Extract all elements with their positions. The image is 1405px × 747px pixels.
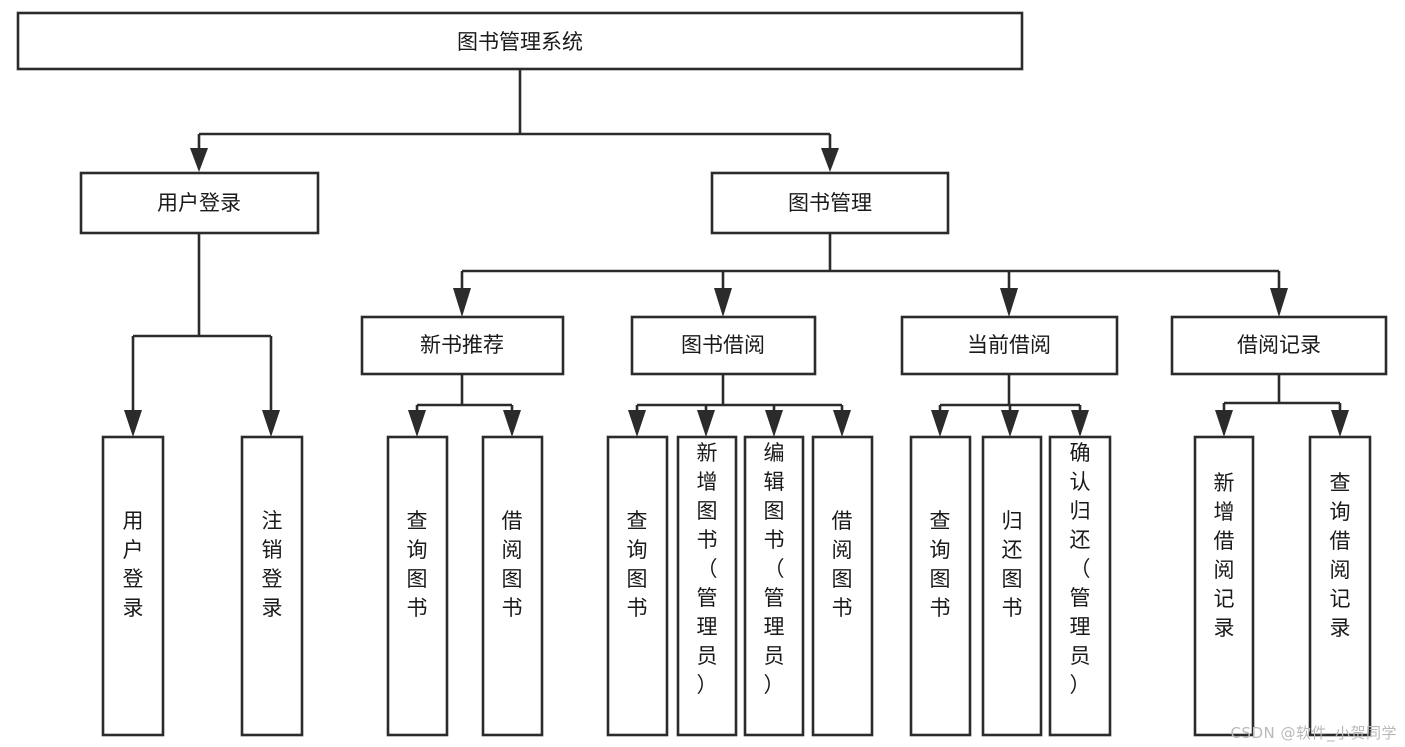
leaf-node-user-login[interactable]: 用户登录 (101, 435, 165, 737)
arrow-head-leaf-logout (262, 410, 280, 437)
arrow-head-leaf-query-book-3 (931, 410, 949, 437)
leaf-node-borrow-book-1[interactable]: 借阅图书 (481, 435, 544, 737)
leaf-label-query-book-1: 查询图书 (407, 509, 428, 620)
leaf-box-query-record[interactable] (1308, 435, 1372, 737)
arrow-head-to-borrow-record (1270, 288, 1288, 317)
connector-group-borrow-record (1215, 374, 1349, 437)
node-box-user-login[interactable] (79, 171, 320, 235)
leaf-node-query-book-1[interactable]: 查询图书 (386, 435, 449, 737)
node-book-management[interactable]: 图书管理 (710, 171, 950, 235)
leaf-node-logout[interactable]: 注销登录 (240, 435, 304, 737)
leaf-node-query-book-2[interactable]: 查询图书 (606, 435, 669, 737)
arrow-head-leaf-return-book (1001, 410, 1019, 437)
arrow-head-leaf-add-record (1215, 410, 1233, 437)
leaf-label-user-login: 用户登录 (123, 509, 144, 620)
connector-group-new-book-recommend (408, 374, 521, 437)
leaf-node-query-record[interactable]: 查询借阅记录 (1308, 435, 1372, 737)
leaf-box-confirm-return[interactable] (1048, 435, 1112, 737)
node-root-system[interactable]: 图书管理系统 (16, 11, 1024, 71)
node-new-book-recommend[interactable]: 新书推荐 (360, 315, 565, 376)
connector-group-book-management (453, 233, 1288, 317)
leaf-label-query-book-3: 查询图书 (930, 509, 951, 620)
leaf-label-query-record: 查询借阅记录 (1330, 471, 1351, 640)
leaf-node-confirm-return[interactable]: 确认归还（管理员） (1048, 435, 1112, 737)
leaf-box-user-login[interactable] (101, 435, 165, 737)
arrow-head-to-new-book-recommend (453, 288, 471, 317)
node-user-login[interactable]: 用户登录 (79, 171, 320, 235)
connector-group-root (190, 69, 839, 172)
leaf-box-borrow-book-1[interactable] (481, 435, 544, 737)
node-box-book-borrow[interactable] (630, 315, 817, 376)
node-label-new-book-recommend: 新书推荐 (420, 333, 504, 357)
leaf-node-borrow-book-2[interactable]: 借阅图书 (811, 435, 874, 737)
leaf-label-return-book: 归还图书 (1002, 509, 1023, 620)
node-box-borrow-record[interactable] (1170, 315, 1388, 376)
leaf-node-add-book[interactable]: 新增图书（管理员） (676, 435, 738, 737)
leaf-label-query-book-2: 查询图书 (627, 509, 648, 620)
connector-group-user-login (124, 233, 280, 437)
node-box-current-borrow[interactable] (900, 315, 1119, 376)
leaf-box-add-record[interactable] (1193, 435, 1255, 737)
leaf-node-query-book-3[interactable]: 查询图书 (909, 435, 972, 737)
leaf-box-return-book[interactable] (981, 435, 1043, 737)
node-label-book-borrow: 图书借阅 (681, 333, 765, 357)
arrow-head-to-current-borrow (1000, 288, 1018, 317)
leaf-box-edit-book[interactable] (743, 435, 805, 737)
node-label-root: 图书管理系统 (457, 30, 583, 54)
arrow-head-leaf-edit-book (765, 410, 783, 437)
arrow-head-leaf-borrow-book-1 (503, 410, 521, 437)
connector-group-book-borrow (628, 374, 851, 437)
leaf-label-confirm-return: 确认归还（管理员） (1070, 441, 1091, 697)
leaf-label-logout: 注销登录 (262, 509, 283, 620)
leaf-node-add-record[interactable]: 新增借阅记录 (1193, 435, 1255, 737)
node-label-user-login: 用户登录 (157, 191, 241, 215)
node-box-root[interactable] (16, 11, 1024, 71)
arrow-head-leaf-confirm-return (1071, 410, 1089, 437)
node-current-borrow[interactable]: 当前借阅 (900, 315, 1119, 376)
arrow-head-leaf-user-login (124, 410, 142, 437)
leaf-node-edit-book[interactable]: 编辑图书（管理员） (743, 435, 805, 737)
leaf-node-return-book[interactable]: 归还图书 (981, 435, 1043, 737)
arrow-head-leaf-query-book-1 (408, 410, 426, 437)
node-book-borrow[interactable]: 图书借阅 (630, 315, 817, 376)
arrow-head-leaf-borrow-book-2 (833, 410, 851, 437)
node-label-current-borrow: 当前借阅 (967, 333, 1051, 357)
leaf-box-borrow-book-2[interactable] (811, 435, 874, 737)
arrow-head-leaf-add-book (697, 410, 715, 437)
arrow-head-leaf-query-book-2 (628, 410, 646, 437)
leaf-box-query-book-2[interactable] (606, 435, 669, 737)
leaf-box-query-book-1[interactable] (386, 435, 449, 737)
leaf-label-borrow-book-2: 借阅图书 (832, 509, 853, 620)
leaf-box-query-book-3[interactable] (909, 435, 972, 737)
leaf-box-logout[interactable] (240, 435, 304, 737)
leaf-label-add-record: 新增借阅记录 (1214, 471, 1235, 640)
connector-group-current-borrow (931, 374, 1089, 437)
node-box-book-management[interactable] (710, 171, 950, 235)
arrow-head-leaf-query-record (1331, 410, 1349, 437)
node-borrow-record[interactable]: 借阅记录 (1170, 315, 1388, 376)
arrow-head-to-user-login (190, 148, 208, 172)
node-box-new-book-recommend[interactable] (360, 315, 565, 376)
node-label-borrow-record: 借阅记录 (1237, 333, 1321, 357)
leaf-label-borrow-book-1: 借阅图书 (502, 509, 523, 620)
arrow-head-to-book-borrow (714, 288, 732, 317)
leaf-label-add-book: 新增图书（管理员） (697, 441, 718, 697)
arrow-head-to-book-management (821, 148, 839, 172)
leaf-label-edit-book: 编辑图书（管理员） (764, 441, 785, 697)
node-label-book-management: 图书管理 (788, 191, 872, 215)
leaf-box-add-book[interactable] (676, 435, 738, 737)
csdn-watermark: CSDN @软件_小贺同学 (1230, 724, 1397, 742)
